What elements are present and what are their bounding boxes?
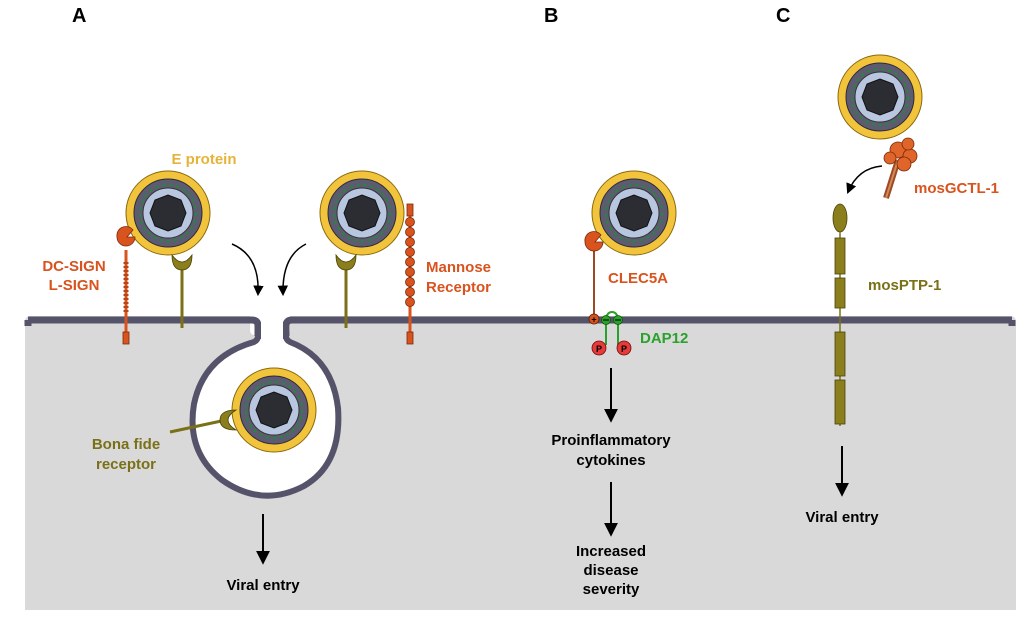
panel-label-a: A — [72, 5, 86, 27]
label-receptor: Receptor — [426, 279, 491, 296]
label-mosptp-1: mosPTP-1 — [868, 277, 941, 294]
phosphate-left: P — [591, 340, 607, 356]
endocytic-opening — [261, 314, 283, 346]
panel-label-b: B — [544, 5, 558, 27]
label-bona-fide: Bona fide — [92, 436, 160, 453]
plasma-membrane — [28, 316, 1012, 336]
label-l-sign: L-SIGN — [49, 277, 100, 294]
svg-text:P: P — [621, 344, 627, 354]
dap12-adaptor — [601, 310, 623, 345]
virion-mosgctl — [837, 54, 923, 140]
label-viral-entry-a: Viral entry — [226, 577, 300, 594]
label-bona-receptor: receptor — [96, 456, 156, 473]
mosgctl-binding-arrow — [846, 165, 883, 194]
label-mosgctl-1: mosGCTL-1 — [914, 180, 999, 197]
phosphate-right: P — [616, 340, 632, 356]
label-cytokines: cytokines — [576, 452, 645, 469]
bona-fide-receptor — [169, 409, 238, 434]
virion-right — [319, 170, 405, 256]
mosgctl-1-protein — [883, 137, 918, 199]
virion-endosome — [231, 367, 317, 453]
mannose-receptor — [405, 203, 415, 345]
clec5a-receptor: + — [584, 231, 604, 325]
label-dc-sign: DC-SIGN — [42, 258, 105, 275]
label-viral-entry-c: Viral entry — [805, 509, 879, 526]
cytoplasm — [25, 316, 1016, 610]
panel-label-c: C — [776, 5, 790, 27]
olive-receptor-right — [335, 253, 357, 328]
label-mannose: Mannose — [426, 259, 491, 276]
label-increased: Increased — [576, 543, 646, 560]
entry-arrow-right — [277, 243, 307, 297]
mosptp-1-receptor — [832, 203, 848, 426]
label-clec5a: CLEC5A — [608, 270, 668, 287]
virion-clec5a — [591, 170, 677, 256]
entry-arrow-left — [231, 243, 264, 297]
label-disease: disease — [583, 562, 638, 579]
svg-text:+: + — [591, 315, 596, 325]
label-e-protein: E protein — [171, 151, 236, 168]
label-proinflammatory: Proinflammatory — [551, 432, 671, 449]
label-severity: severity — [583, 581, 640, 598]
olive-receptor-left — [171, 253, 193, 328]
label-dap12: DAP12 — [640, 330, 688, 347]
virion-left — [125, 170, 211, 256]
svg-text:P: P — [596, 344, 602, 354]
dc-sign-receptor — [116, 226, 136, 345]
